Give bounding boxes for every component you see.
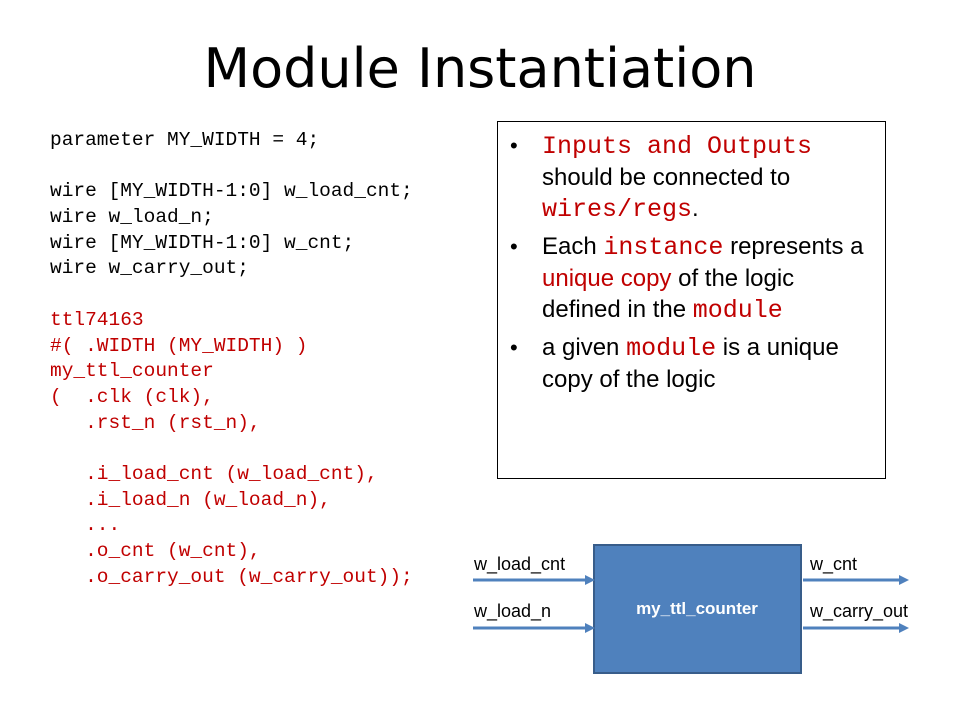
code-line: wire w_carry_out;	[50, 257, 249, 280]
bullet-marker: •	[510, 335, 518, 360]
code-line: ( .clk (clk),	[50, 385, 214, 408]
code-line: wire [MY_WIDTH-1:0] w_cnt;	[50, 231, 355, 254]
bullet-marker: •	[510, 133, 518, 158]
output-label-w-carry-out: w_carry_out	[809, 601, 908, 622]
bullet-list: • Inputs and Outputs should be connected …	[498, 130, 887, 401]
bullet-text: wires/regs	[542, 195, 693, 224]
code-line: .o_cnt (w_cnt),	[50, 540, 261, 562]
slide-title: Module Instantiation	[203, 37, 757, 100]
bullet-item: • a given module is a unique copy of the …	[498, 332, 887, 395]
bullet-marker: •	[510, 234, 518, 259]
bullet-text: Each	[542, 233, 604, 260]
module-block-label: my_ttl_counter	[636, 599, 758, 618]
bullet-text: .	[692, 195, 699, 222]
verilog-code-block: parameter MY_WIDTH = 4; wire [MY_WIDTH-1:…	[50, 128, 413, 590]
code-line: my_ttl_counter	[50, 360, 214, 383]
code-line: .rst_n (rst_n),	[50, 411, 261, 434]
code-line: ...	[50, 514, 121, 537]
bullet-item: • Inputs and Outputs should be connected …	[498, 130, 887, 225]
bullet-text: unique copy	[542, 265, 672, 292]
code-line: wire w_load_n;	[50, 206, 214, 229]
module-block	[593, 544, 802, 674]
bullet-text: of the logic defined in the	[542, 265, 795, 323]
code-line: .i_load_cnt (w_load_cnt),	[50, 462, 378, 485]
code-line: .o_carry_out (w_carry_out));	[50, 565, 413, 588]
bullet-item: •Each instance represents a unique copy …	[498, 231, 887, 326]
code-line: #( .WIDTH (MY_WIDTH) )	[50, 334, 308, 357]
bullet-text: should be connected to	[542, 164, 791, 191]
bullet-text: represents a	[723, 233, 864, 260]
bullet-text: module	[626, 334, 717, 363]
bullet-text: module	[692, 296, 783, 325]
input-label-w-load-n: w_load_n	[473, 601, 551, 622]
bullet-box: • Inputs and Outputs should be connected …	[497, 121, 886, 479]
bullet-text: a given	[542, 334, 627, 361]
code-line: .i_load_n (w_load_n),	[50, 488, 331, 511]
output-label-w-cnt: w_cnt	[809, 554, 857, 575]
bullet-text: instance	[603, 233, 724, 262]
bullet-text: Inputs and Outputs	[542, 132, 813, 161]
code-line: parameter MY_WIDTH = 4;	[50, 129, 320, 151]
bullet-text: is a unique copy of the logic	[542, 334, 839, 393]
input-label-w-load-cnt: w_load_cnt	[473, 554, 565, 575]
code-line: wire [MY_WIDTH-1:0] w_load_cnt;	[50, 180, 413, 203]
code-line: ttl74163	[50, 308, 144, 331]
